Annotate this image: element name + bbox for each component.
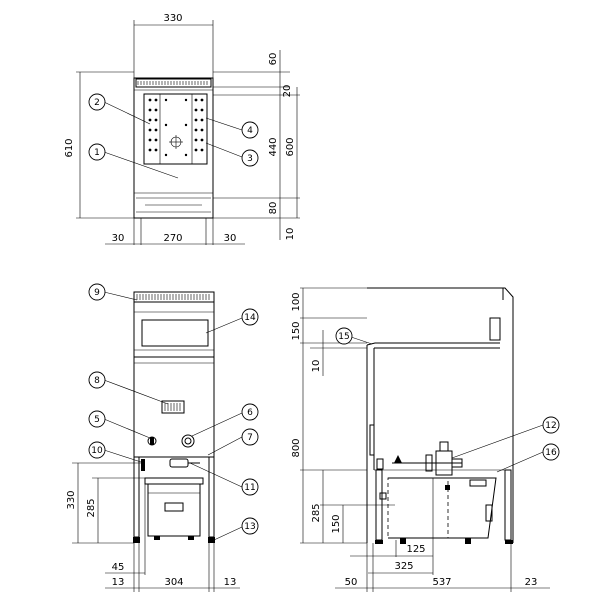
dim-45: 45: [112, 562, 125, 573]
dim-537: 537: [432, 577, 451, 588]
callout-6: 6: [247, 408, 253, 418]
callout-7: 7: [247, 433, 253, 443]
dim-440: 440: [268, 137, 279, 156]
callout-11: 11: [244, 483, 255, 493]
dim-125: 125: [406, 544, 425, 555]
callout-14: 14: [244, 313, 256, 323]
rim-grill-pattern: [137, 81, 208, 85]
dim-330-top: 330: [163, 13, 182, 24]
dim-610-left: 610: [64, 138, 75, 157]
callout-4: 4: [247, 126, 253, 136]
callout-8: 8: [94, 376, 100, 386]
dim-330-front: 330: [66, 490, 77, 509]
dim-285-front: 285: [86, 498, 97, 517]
callout-2: 2: [94, 98, 100, 108]
dim-30-left: 30: [112, 233, 125, 244]
dim-13-right: 13: [224, 577, 237, 588]
dim-30-right: 30: [224, 233, 237, 244]
callout-1: 1: [94, 148, 100, 158]
callout-10: 10: [91, 446, 103, 456]
dim-270: 270: [163, 233, 182, 244]
dim-325: 325: [394, 561, 413, 572]
dim-13-left: 13: [112, 577, 125, 588]
basket-holes: [148, 98, 204, 157]
dim-20: 20: [282, 85, 293, 98]
callout-13: 13: [244, 522, 255, 532]
dim-10-top: 10: [285, 228, 296, 241]
dim-150-lower: 150: [331, 514, 342, 533]
dim-100: 100: [291, 292, 302, 311]
dim-10-side: 10: [311, 360, 322, 373]
dim-304: 304: [164, 577, 183, 588]
dim-23: 23: [525, 577, 538, 588]
dim-600: 600: [285, 137, 296, 156]
callout-9: 9: [94, 288, 100, 298]
dim-285-side: 285: [311, 503, 322, 522]
dim-60: 60: [268, 53, 279, 66]
front-view: 330 285 45 13 304 13 9 14 8 5 6 7 10: [66, 283, 259, 592]
callout-3: 3: [247, 154, 253, 164]
dim-800: 800: [291, 438, 302, 457]
callout-5: 5: [94, 415, 100, 425]
callout-15: 15: [338, 332, 349, 342]
side-view: 100 150 10 800 285 150 125 325 50 537 23…: [291, 287, 560, 592]
dim-150-upper: 150: [291, 321, 302, 340]
top-view: 3 30: [64, 13, 300, 245]
callout-12: 12: [545, 421, 556, 431]
dim-80: 80: [268, 202, 279, 215]
dim-50: 50: [345, 577, 358, 588]
callout-16: 16: [545, 448, 557, 458]
